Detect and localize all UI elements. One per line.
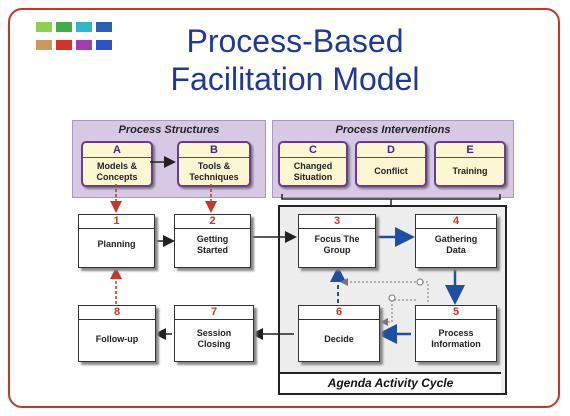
logo-square	[96, 22, 112, 32]
logo-square	[96, 40, 112, 50]
intervention-box-e: E Training	[434, 141, 506, 187]
box-letter: A	[83, 143, 151, 158]
step-number: 3	[299, 215, 375, 229]
logo-square	[76, 40, 92, 50]
interventions-bracket	[281, 194, 501, 205]
box-letter: C	[280, 143, 346, 158]
step-label: Planning	[97, 239, 136, 249]
step-number: 6	[299, 306, 379, 320]
step-label: Decide	[324, 334, 354, 344]
box-label: Situation	[293, 172, 333, 182]
box-letter: B	[179, 143, 249, 158]
step-number: 4	[416, 215, 496, 229]
agenda-activity-cycle-label: Agenda Activity Cycle	[280, 372, 501, 393]
step-label: Closing	[197, 339, 231, 349]
step-7-session-closing: 7 Session Closing	[174, 305, 254, 362]
step-number: 5	[416, 306, 496, 320]
step-6-decide: 6 Decide	[298, 305, 380, 362]
step-number: 2	[175, 215, 250, 229]
box-label: Changed	[293, 161, 333, 171]
panel-title: Process Structures	[118, 124, 220, 136]
box-label: Concepts	[96, 172, 138, 182]
logo-square	[76, 22, 92, 32]
step-5-process-information: 5 Process Information	[415, 305, 497, 362]
step-1-planning: 1 Planning	[78, 214, 155, 268]
logo-square	[56, 22, 72, 32]
box-label: Tools &	[197, 161, 231, 171]
step-label: Getting	[196, 234, 229, 244]
logo-square	[36, 40, 52, 50]
feedback-loop-5-to-3	[340, 278, 429, 302]
step-label: Process	[438, 328, 474, 338]
feedback-node	[416, 278, 424, 286]
box-label: Techniques	[189, 172, 239, 182]
structure-box-b: B Tools & Techniques	[177, 141, 251, 187]
step-number: 1	[79, 215, 154, 229]
intervention-box-c: C Changed Situation	[278, 141, 348, 187]
step-label: Focus The	[314, 234, 360, 244]
step-label: Session	[196, 328, 232, 338]
intervention-box-d: D Conflict	[355, 141, 427, 187]
step-label: Data	[446, 245, 466, 255]
feedback-node	[388, 294, 396, 302]
feedback-loop-5-to-6	[380, 299, 416, 326]
page-title-line1: Process-Based	[186, 23, 404, 59]
logo-square	[36, 22, 52, 32]
step-4-gathering-data: 4 Gathering Data	[415, 214, 497, 268]
step-label: Started	[196, 245, 228, 255]
step-label: Follow-up	[95, 334, 139, 344]
box-label: Training	[452, 166, 488, 176]
page-title-line2: Facilitation Model	[170, 61, 420, 97]
step-2-getting-started: 2 Getting Started	[174, 214, 251, 268]
logo-square	[56, 40, 72, 50]
step-number: 7	[175, 306, 253, 320]
step-label: Group	[323, 245, 351, 255]
box-letter: D	[357, 143, 425, 158]
panel-title: Process Interventions	[335, 124, 451, 136]
step-number: 8	[79, 306, 155, 320]
box-label: Models &	[96, 161, 137, 171]
step-8-follow-up: 8 Follow-up	[78, 305, 156, 362]
step-3-focus-the-group: 3 Focus The Group	[298, 214, 376, 268]
box-label: Conflict	[374, 166, 408, 176]
step-label: Information	[431, 339, 481, 349]
box-letter: E	[436, 143, 504, 158]
structure-box-a: A Models & Concepts	[81, 141, 153, 187]
step-label: Gathering	[434, 234, 478, 244]
